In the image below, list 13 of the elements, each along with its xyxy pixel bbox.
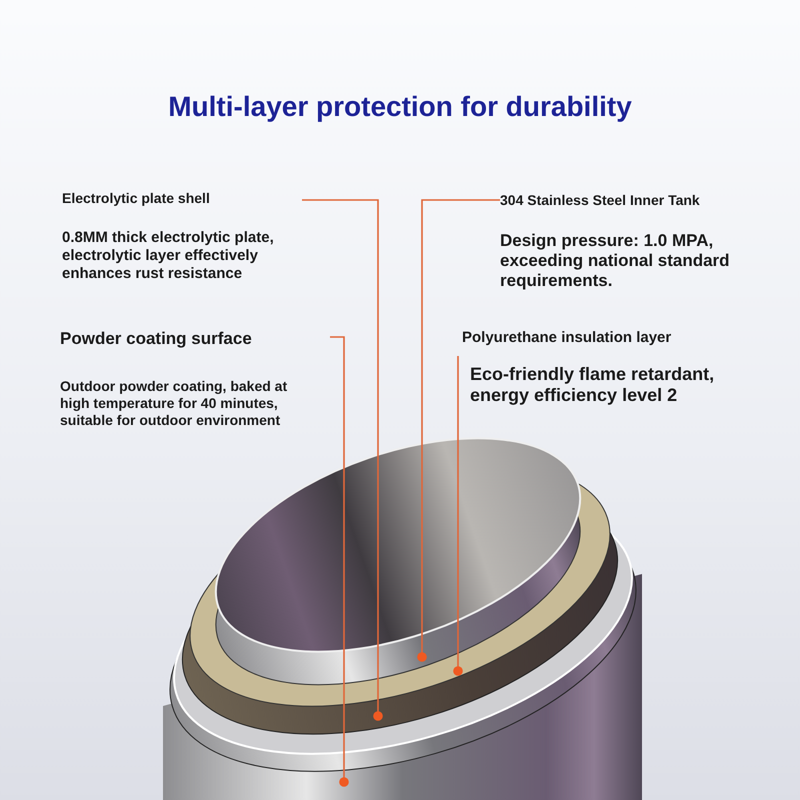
leader-line: [330, 336, 349, 787]
callout-description: Design pressure: 1.0 MPA, exceeding national standard requirements.: [500, 231, 730, 291]
callout-heading: 304 Stainless Steel Inner Tank: [500, 191, 701, 210]
leader-line: [417, 199, 500, 662]
callout-description: Eco-friendly flame retardant, energy efficiency level 2: [469, 364, 716, 406]
callout-heading: Electrolytic plate shell: [62, 189, 211, 208]
title: Multi-layer protection for durability: [167, 90, 633, 124]
leader-line: [453, 356, 463, 676]
callout-description: Outdoor powder coating, baked at high temperature for 40 minutes, suitable for outdoor environment: [60, 378, 288, 428]
callout-heading: Powder coating surface: [60, 328, 253, 350]
leader-line: [302, 199, 383, 721]
callout-heading: Polyurethane insulation layer: [462, 328, 672, 348]
callout-description: 0.8MM thick electrolytic plate, electrolytic layer effectively enhances rust resistance: [62, 229, 275, 283]
